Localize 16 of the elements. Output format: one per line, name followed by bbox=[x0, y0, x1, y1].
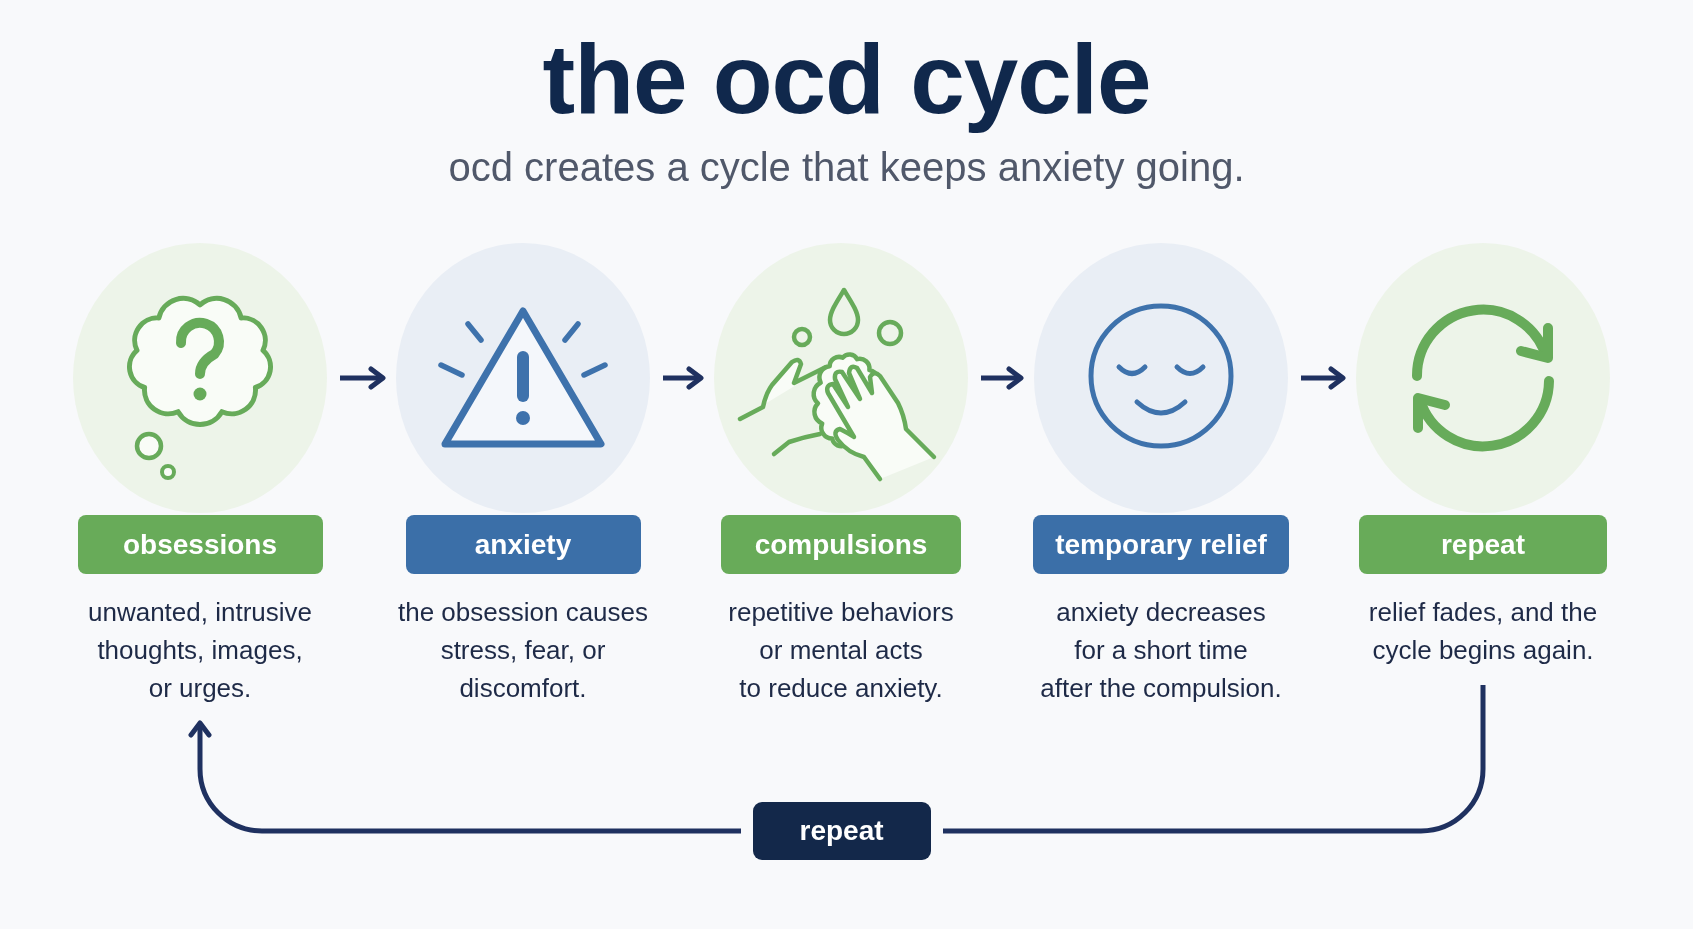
arrow bbox=[340, 366, 386, 390]
arrow bbox=[663, 366, 704, 390]
arrow bbox=[1301, 366, 1346, 390]
step-description: anxiety decreases for a short time after the compulsion. bbox=[1040, 596, 1282, 705]
step-description: repetitive behaviors or mental acts to reduce anxiety. bbox=[728, 596, 954, 705]
subtitle: ocd creates a cycle that keeps anxiety going. bbox=[448, 144, 1245, 190]
step-title-bar: anxiety bbox=[405, 515, 641, 574]
arrow bbox=[981, 366, 1024, 390]
step-title-bar: repeat bbox=[1359, 515, 1607, 574]
step-title-bar: obsessions bbox=[77, 515, 323, 574]
step-title-bar: compulsions bbox=[721, 515, 961, 574]
step-title-bar: temporary relief bbox=[1033, 515, 1289, 574]
title: the ocd cycle bbox=[542, 23, 1151, 136]
step-description: the obsession causes stress, fear, or discomfort. bbox=[397, 596, 648, 705]
step-description: relief fades, and the cycle begins again. bbox=[1368, 596, 1598, 667]
step-description: unwanted, intrusive thoughts, images, or urges. bbox=[88, 596, 312, 705]
